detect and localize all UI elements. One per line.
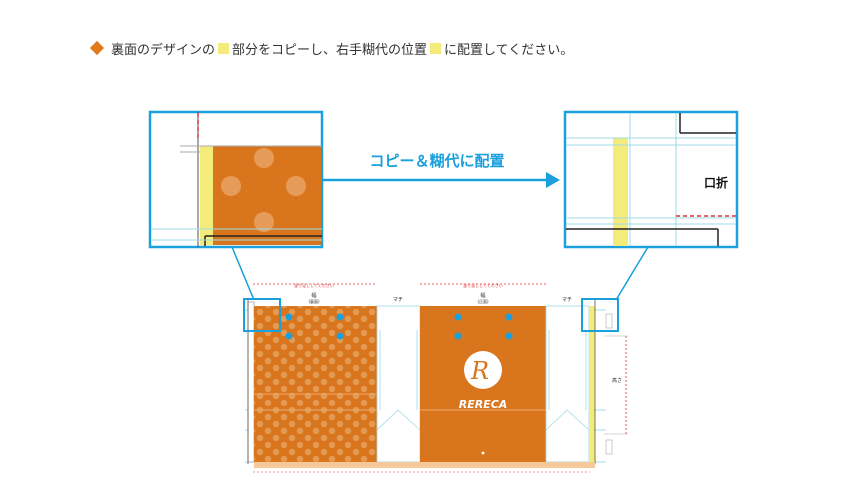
instruction-line: 裏面のデザインの 部分をコピーし、右手糊代の位置 に配置してください。 [89, 38, 574, 58]
gusset-label-2: マチ [562, 297, 572, 303]
yellow-square-icon [430, 42, 442, 54]
height-label: 高さ [612, 377, 622, 384]
copy-arrow: コピー＆糊代に配置 [322, 152, 560, 188]
handle-hole-dot [505, 313, 513, 321]
arrow-label: コピー＆糊代に配置 [369, 152, 504, 170]
handle-holes [285, 313, 513, 340]
right-connector-line [615, 246, 649, 301]
arrow-head-icon [546, 172, 560, 188]
width-sub-back: (裏面) [308, 298, 320, 304]
handle-hole-dot [336, 332, 344, 340]
gusset-1 [376, 305, 421, 463]
right-zoom-callout: 口折 [563, 110, 739, 249]
left-connector-line [231, 246, 255, 301]
width-label-back: 幅 [311, 292, 316, 299]
yellow-copy-area [200, 146, 213, 245]
handle-hole-dot [505, 332, 513, 340]
handle-hole-dot [454, 332, 462, 340]
bag-template: 塗り足ししてください 塗り足ししてください [245, 282, 628, 473]
left-zoom-callout [148, 110, 324, 249]
yellow-paste-area [613, 138, 628, 246]
yellow-square-icon [218, 42, 230, 54]
width-label-front: 幅 [480, 292, 485, 299]
back-panel-dot-pattern [254, 306, 377, 462]
fold-label: 口折 [704, 175, 728, 190]
logo-letter: R [470, 357, 489, 385]
bleed-note-top-left: 塗り足ししてください [294, 282, 334, 288]
bleed-note-top-right: 塗り足ししてください [463, 282, 503, 288]
handle-hole-dot [454, 313, 462, 321]
logo-circle-icon [464, 351, 502, 389]
logo-text: RERECA [459, 398, 508, 411]
instruction-text-2: 部分をコピーし、右手糊代の位置 [232, 42, 428, 58]
glue-tab [589, 306, 595, 462]
left-highlight-box [243, 298, 281, 332]
instruction-text-3: に配置してください。 [444, 42, 574, 58]
handle-hole-dot [285, 313, 293, 321]
logo-watermark-icons [221, 148, 306, 232]
rereca-logo: R RERECA [459, 351, 508, 411]
width-sub-front: (正面) [477, 299, 489, 304]
handle-hole-dot [285, 332, 293, 340]
instruction-text-1: 裏面のデザインの [111, 42, 216, 58]
gusset-label-1: マチ [393, 297, 403, 303]
handle-hole-dot [336, 313, 344, 321]
right-highlight-box [581, 298, 619, 332]
